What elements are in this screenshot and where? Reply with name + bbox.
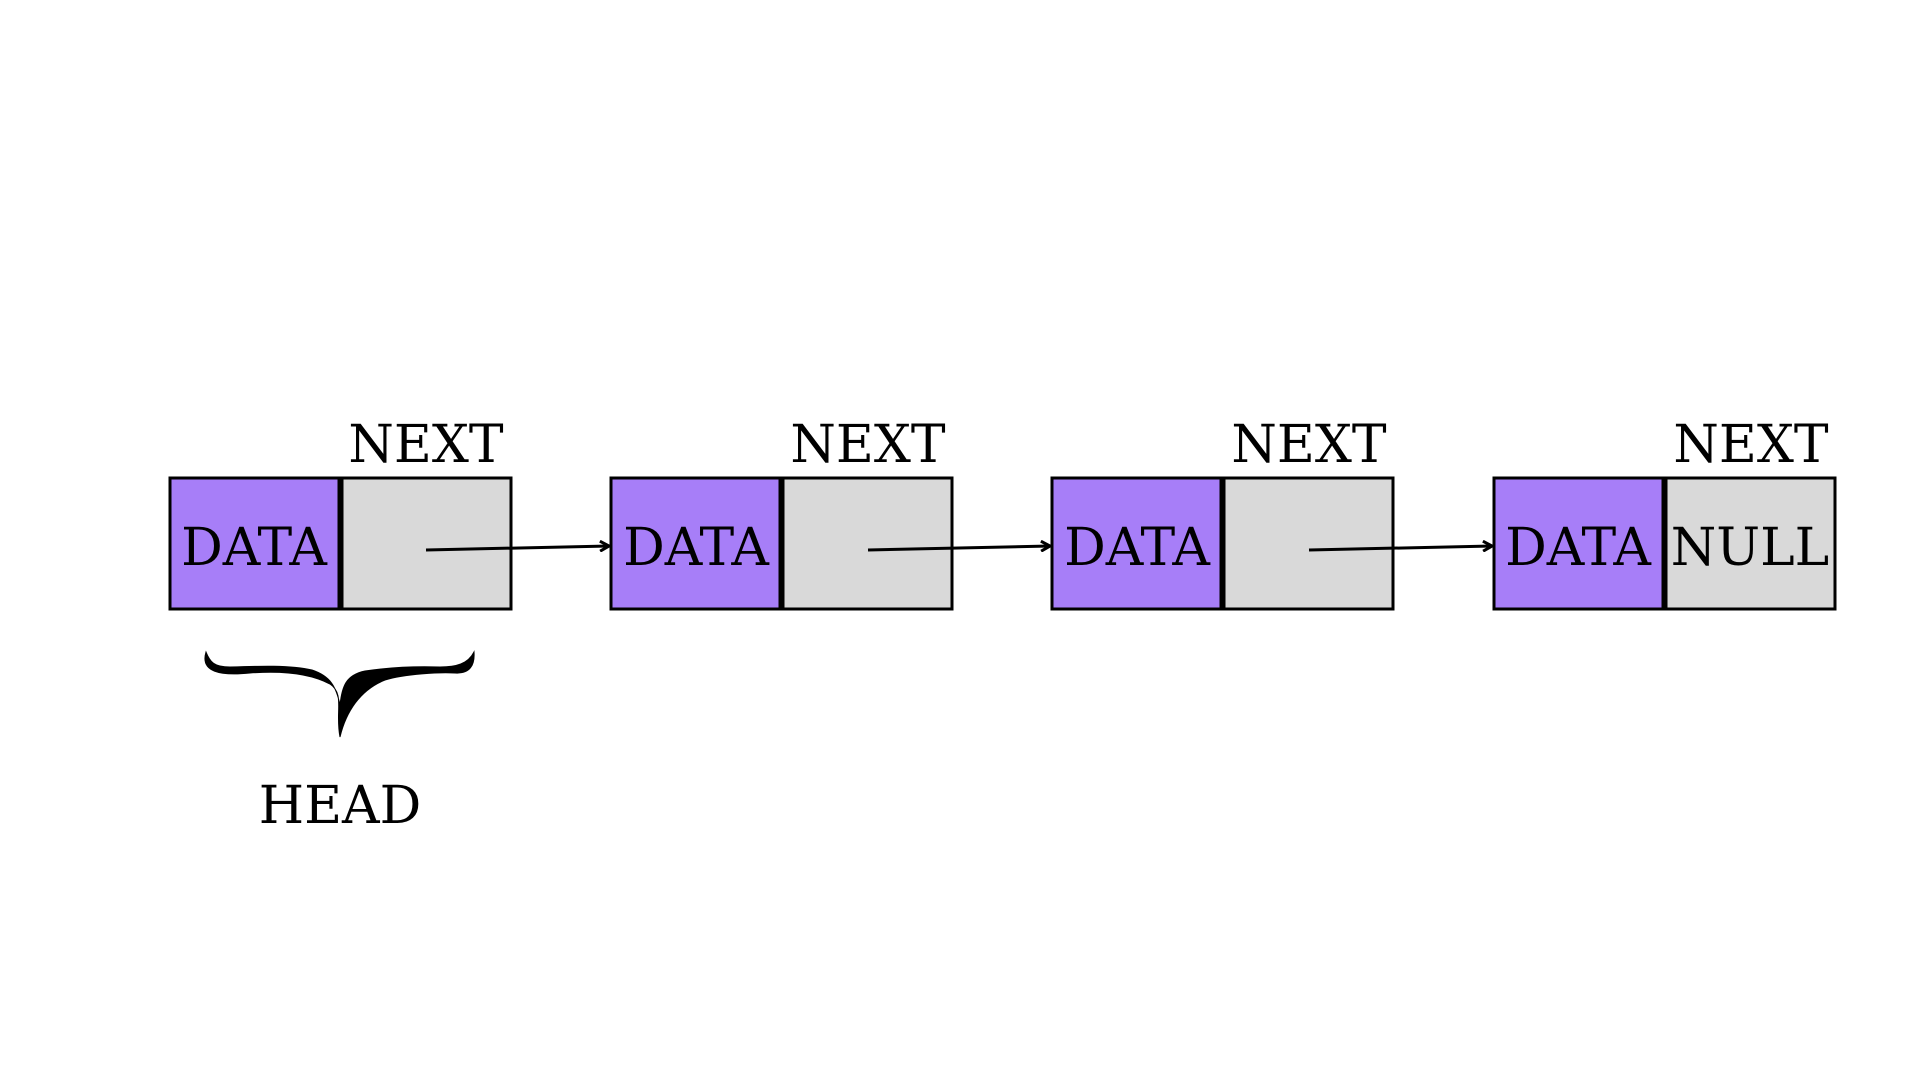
data-label: DATA — [623, 518, 770, 578]
next-cell — [781, 476, 954, 611]
data-cell — [168, 476, 341, 611]
data-cell — [1492, 476, 1665, 611]
data-label: DATA — [1064, 518, 1211, 578]
next-label: NEXT — [1231, 415, 1386, 475]
list-node: NEXT DATA — [609, 415, 954, 611]
next-cell — [1222, 476, 1395, 611]
next-cell — [1664, 476, 1837, 611]
data-label: DATA — [181, 518, 328, 578]
list-node: NEXT DATA — [1050, 415, 1395, 611]
list-node: NEXT DATA NULL — [1492, 415, 1837, 611]
pointer-arrow — [1308, 546, 1492, 550]
data-cell — [609, 476, 782, 611]
pointer-value: NULL — [1671, 518, 1829, 578]
data-label: DATA — [1505, 518, 1652, 578]
curly-brace-icon — [204, 650, 475, 738]
list-node: NEXT DATA — [168, 415, 513, 611]
head-label: HEAD — [259, 776, 422, 836]
data-cell — [1050, 476, 1223, 611]
next-label: NEXT — [1673, 415, 1828, 475]
pointer-arrow — [425, 546, 609, 550]
next-label: NEXT — [790, 415, 945, 475]
pointer-arrow — [867, 546, 1050, 550]
next-label: NEXT — [348, 415, 503, 475]
next-cell — [340, 476, 513, 611]
